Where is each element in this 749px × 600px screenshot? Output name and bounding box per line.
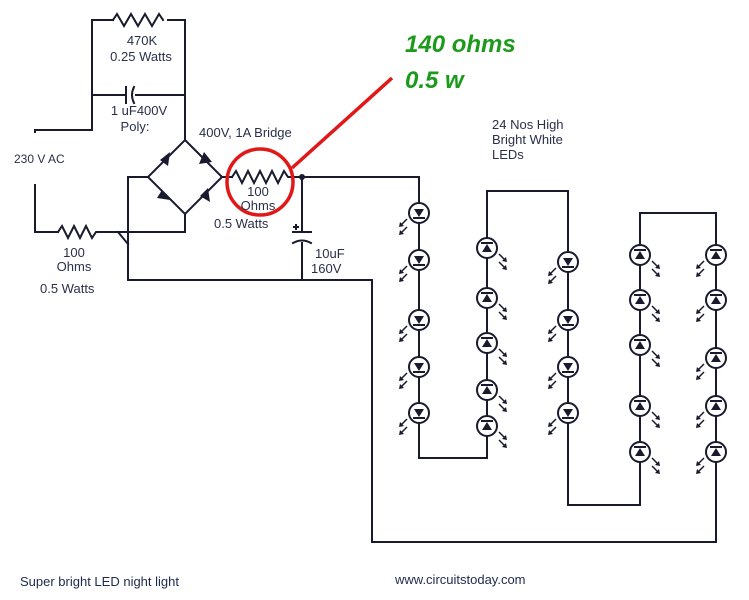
led-symbol: [399, 402, 430, 435]
led-symbol: [696, 395, 727, 428]
callout-pointer: [290, 76, 394, 170]
label-filter-cap: 10uF: [315, 246, 345, 261]
led-symbol: [629, 244, 660, 277]
label-poly-type: Poly:: [120, 119, 150, 134]
junction-dot: [299, 174, 305, 180]
led-symbol: [476, 332, 507, 365]
led-symbol: [629, 334, 660, 367]
bridge-rectifier: [146, 138, 224, 216]
led-symbol: [696, 347, 727, 380]
callout-power: 0.5 w: [405, 67, 464, 94]
led-symbol: [548, 402, 579, 435]
led-symbol: [476, 237, 507, 270]
resistor-470k: [111, 12, 165, 28]
led-symbol: [696, 244, 727, 277]
label-led-note-1: 24 Nos High: [492, 117, 564, 132]
led-symbol: [696, 441, 727, 474]
wire-feedback-top: [91, 19, 186, 131]
led-symbol: [476, 379, 507, 412]
label-led-note-2: Bright White: [492, 132, 563, 147]
caption-site: www.circuitstoday.com: [395, 572, 526, 587]
led-symbol: [399, 249, 430, 282]
led-array: [399, 202, 727, 474]
callout-circle: [225, 147, 295, 217]
led-symbol: [399, 309, 430, 342]
resistor-series: [230, 168, 303, 186]
led-symbol: [629, 395, 660, 428]
led-symbol: [476, 287, 507, 320]
led-symbol: [548, 356, 579, 389]
led-chain-1: [301, 176, 641, 506]
led-symbol: [476, 415, 507, 448]
label-input-power: 0.5 Watts: [40, 281, 95, 296]
led-symbol: [629, 441, 660, 474]
label-input-value: 100: [63, 245, 85, 260]
led-symbol: [696, 289, 727, 322]
led-symbol: [548, 251, 579, 284]
label-bridge: 400V, 1A Bridge: [199, 125, 292, 140]
label-filter-voltage: 160V: [311, 261, 342, 276]
led-symbol: [629, 289, 660, 322]
resistor-input: [56, 223, 119, 241]
led-symbol: [548, 309, 579, 342]
wire-ac-bottom: [34, 184, 59, 233]
label-series-unit: Ohms: [240, 198, 276, 213]
label-470k-power: 0.25 Watts: [110, 49, 172, 64]
wire-feedback-left: [34, 19, 93, 131]
label-input-unit: Ohms: [56, 259, 92, 274]
led-symbol: [399, 356, 430, 389]
label-led-note-3: LEDs: [492, 147, 524, 162]
caption-title: Super bright LED night light: [20, 574, 179, 589]
led-symbol: [399, 202, 430, 235]
callout-value: 140 ohms: [405, 31, 516, 58]
label-ac-source: 230 V AC: [14, 152, 65, 166]
label-poly-cap: 1 uF400V: [110, 103, 168, 118]
label-series-value: 100: [247, 184, 269, 199]
label-series-power: 0.5 Watts: [214, 216, 269, 231]
label-470k: 470K: [126, 33, 158, 48]
